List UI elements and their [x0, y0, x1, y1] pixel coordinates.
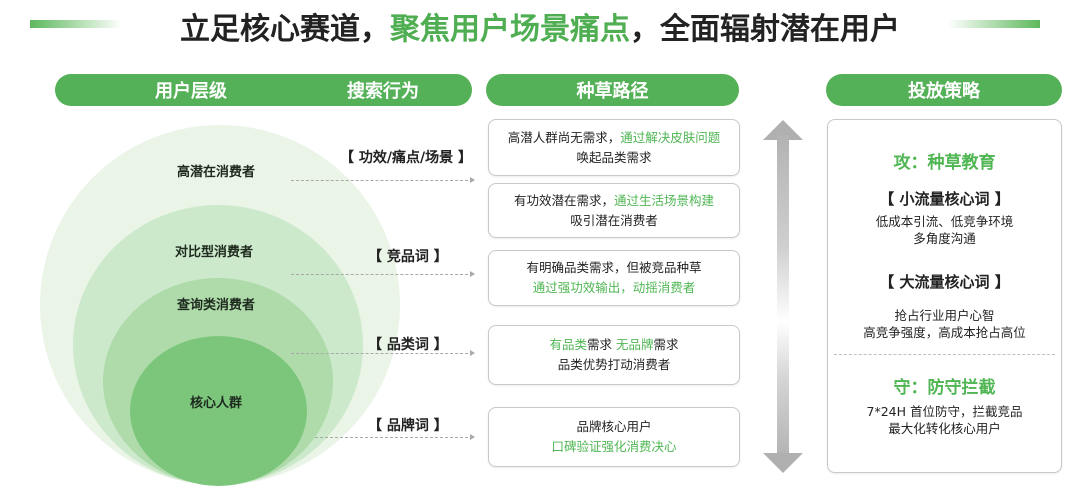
header-seeding-path-label: 种草路径 — [576, 81, 649, 102]
arrow-shaft — [777, 135, 789, 457]
header-strategy: 投放策略 — [826, 74, 1062, 106]
small-keyword-title: 【 小流量核心词 】 — [879, 190, 1010, 208]
keyword-category: 【 品类词 】 — [368, 337, 448, 353]
path-box-5: 品牌核心用户 口碑验证强化消费决心 — [488, 407, 740, 467]
small-keyword-line1: 低成本引流、低竞争环境 — [875, 214, 1014, 229]
keyword-effect-pain-scene: 【 功效/痛点/场景 】 — [340, 150, 472, 166]
path-box-2: 有功效潜在需求，通过生活场景构建 吸引潜在消费者 — [488, 183, 740, 238]
path4-text-d: 需求 — [653, 337, 679, 352]
keyword-brand: 【 品牌词 】 — [368, 418, 448, 434]
dashed-arrow-4 — [315, 434, 475, 440]
layer-label-comparison: 对比型消费者 — [175, 245, 254, 260]
dashed-arrow-1 — [291, 177, 475, 183]
layer-label-high-potential: 高潜在消费者 — [177, 165, 256, 180]
path1-text-a: 高潜人群尚无需求， — [507, 129, 621, 145]
strategy-divider — [834, 354, 1055, 355]
path2-text-c: 吸引潜在消费者 — [570, 212, 658, 228]
path4-text-c: 无品牌 — [615, 337, 654, 352]
path3-text-b: 通过强功效输出，动摇消费者 — [532, 280, 696, 295]
defend-title: 守：防守拦截 — [893, 378, 996, 398]
path-box-4: 有品类需求 无品牌需求 品类优势打动消费者 — [488, 325, 740, 385]
header-search-behavior: 搜索行为 — [347, 81, 419, 102]
path3-text-a: 有明确品类需求，但被竞品种草 — [526, 260, 702, 275]
defend-line2: 最大化转化核心用户 — [888, 421, 1001, 436]
path-box-3: 有明确品类需求，但被竞品种草 通过强功效输出，动摇消费者 — [488, 250, 740, 306]
attack-title: 攻：种草教育 — [893, 153, 996, 173]
dashed-arrow-2 — [291, 271, 475, 277]
header-user-search: 用户层级 搜索行为 — [55, 74, 472, 106]
title-part1: 立足核心赛道， — [180, 12, 390, 47]
header-user-level: 用户层级 — [155, 81, 227, 102]
path5-text-b: 口碑验证强化消费决心 — [551, 439, 677, 454]
path4-text-a: 有品类 — [549, 337, 587, 352]
header-seeding-path: 种草路径 — [486, 74, 739, 106]
layer-label-query: 查询类消费者 — [177, 298, 256, 313]
arrow-down-icon — [763, 453, 803, 473]
layer-label-core: 核心人群 — [190, 396, 243, 411]
keyword-competitor: 【 竞品词 】 — [368, 249, 448, 265]
title-decor-left — [30, 20, 122, 28]
big-keyword-line1: 抢占行业用户心智 — [894, 308, 995, 323]
path5-text-a: 品牌核心用户 — [576, 419, 652, 434]
page-title: 立足核心赛道，聚焦用户场景痛点，全面辐射潜在用户 — [140, 4, 940, 48]
big-keyword-title: 【 大流量核心词 】 — [879, 273, 1010, 291]
arrow-up-icon — [763, 120, 803, 140]
big-keyword-line2: 高竞争强度，高成本抢占高位 — [863, 325, 1026, 340]
small-keyword-line2: 多角度沟通 — [913, 231, 976, 246]
path1-text-b: 通过解决皮肤问题 — [620, 129, 721, 145]
path2-text-a: 有功效潜在需求， — [513, 192, 614, 208]
path-box-1: 高潜人群尚无需求，通过解决皮肤问题 唤起品类需求 — [488, 119, 740, 176]
path2-text-b: 通过生活场景构建 — [614, 192, 715, 208]
path4-text-b: 需求 — [587, 337, 616, 352]
title-part2: ，全面辐射潜在用户 — [630, 12, 900, 47]
strategy-panel: 攻：种草教育 【 小流量核心词 】 低成本引流、低竞争环境 多角度沟通 【 大流… — [827, 119, 1062, 473]
path1-text-c: 唤起品类需求 — [576, 149, 652, 165]
circle-core — [130, 336, 307, 486]
dashed-arrow-3 — [291, 350, 475, 356]
title-highlight: 聚焦用户场景痛点 — [390, 12, 630, 47]
path4-text-e: 品类优势打动消费者 — [557, 357, 671, 372]
header-strategy-label: 投放策略 — [908, 81, 980, 102]
title-decor-right — [948, 20, 1040, 28]
defend-line1: 7*24H 首位防守，拦截竞品 — [866, 404, 1023, 419]
